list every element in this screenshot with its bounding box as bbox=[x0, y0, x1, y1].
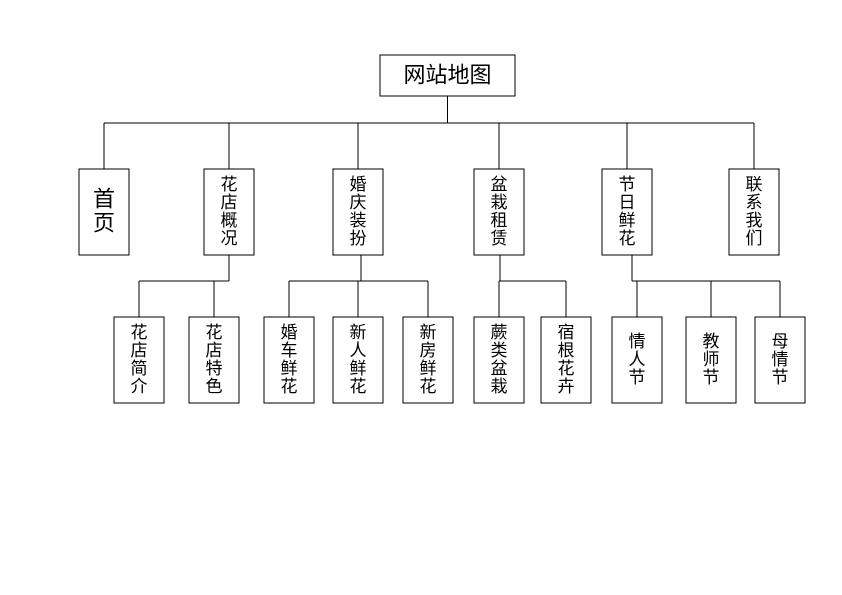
node-label-potted-fern: 蕨类盆栽 bbox=[491, 323, 508, 397]
node-box-home bbox=[78, 168, 130, 256]
node-box-about-feature bbox=[188, 316, 240, 404]
node-label-wedding: 婚庆装扮 bbox=[350, 175, 367, 249]
node-box-wedding bbox=[332, 168, 384, 256]
node-label-wedding-room: 新房鲜花 bbox=[420, 323, 437, 397]
node-box-about-intro bbox=[113, 316, 165, 404]
node-contact: 联系我们 bbox=[728, 168, 780, 256]
node-festival-mother: 母情节 bbox=[754, 316, 806, 404]
node-label-wedding-car: 婚车鲜花 bbox=[281, 323, 298, 397]
node-label-about-intro: 花店简介 bbox=[131, 323, 148, 397]
node-label-potted-perennial: 宿根花卉 bbox=[558, 323, 575, 397]
node-about: 花店概况 bbox=[203, 168, 255, 256]
node-wedding-room: 新房鲜花 bbox=[402, 316, 454, 404]
node-label-about-feature: 花店特色 bbox=[206, 323, 223, 397]
node-label-contact: 联系我们 bbox=[746, 175, 763, 249]
node-box-potted-perennial bbox=[540, 316, 592, 404]
node-box-about bbox=[203, 168, 255, 256]
node-box-contact bbox=[728, 168, 780, 256]
node-wedding: 婚庆装扮 bbox=[332, 168, 384, 256]
node-potted-perennial: 宿根花卉 bbox=[540, 316, 592, 404]
node-box-festival-mother bbox=[754, 316, 806, 404]
node-about-feature: 花店特色 bbox=[188, 316, 240, 404]
node-box-wedding-person bbox=[332, 316, 384, 404]
node-potted: 盆栽租赁 bbox=[473, 168, 525, 256]
node-label-festival: 节日鲜花 bbox=[619, 175, 636, 249]
root-box bbox=[379, 54, 516, 97]
node-box-festival bbox=[601, 168, 653, 256]
node-label-festival-valentine: 情人节 bbox=[629, 332, 646, 388]
node-box-potted-fern bbox=[473, 316, 525, 404]
node-label-festival-teacher: 教师节 bbox=[703, 332, 720, 388]
node-home: 首页 bbox=[78, 168, 130, 256]
node-label-about: 花店概况 bbox=[221, 175, 238, 249]
node-potted-fern: 蕨类盆栽 bbox=[473, 316, 525, 404]
root-label: 网站地图 bbox=[403, 64, 491, 89]
node-wedding-person: 新人鲜花 bbox=[332, 316, 384, 404]
node-box-wedding-car bbox=[263, 316, 315, 404]
node-festival-teacher: 教师节 bbox=[685, 316, 737, 404]
node-label-potted: 盆栽租赁 bbox=[491, 175, 508, 249]
node-box-potted bbox=[473, 168, 525, 256]
node-label-wedding-person: 新人鲜花 bbox=[350, 323, 367, 397]
root-node: 网站地图 bbox=[379, 54, 516, 97]
node-label-festival-mother: 母情节 bbox=[772, 332, 789, 388]
node-box-festival-valentine bbox=[611, 316, 663, 404]
node-wedding-car: 婚车鲜花 bbox=[263, 316, 315, 404]
node-label-home: 首页 bbox=[93, 188, 115, 237]
node-box-festival-teacher bbox=[685, 316, 737, 404]
node-festival: 节日鲜花 bbox=[601, 168, 653, 256]
node-box-wedding-room bbox=[402, 316, 454, 404]
connector-lines bbox=[103, 96, 781, 317]
node-about-intro: 花店简介 bbox=[113, 316, 165, 404]
node-festival-valentine: 情人节 bbox=[611, 316, 663, 404]
